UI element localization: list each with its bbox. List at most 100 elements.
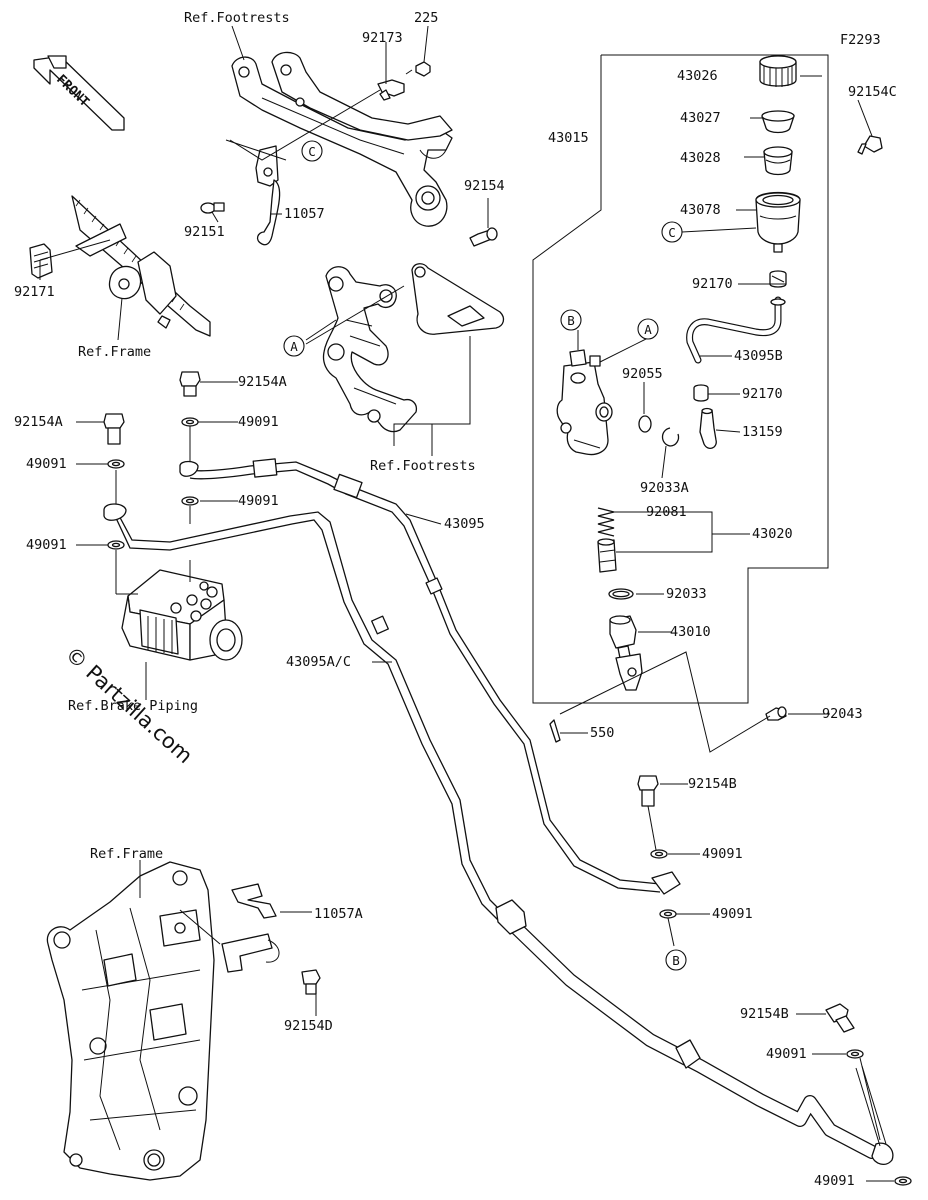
- part-label: 92151: [184, 224, 225, 240]
- bolt-92154c-illustration: [857, 135, 883, 155]
- frame-section-illustration: [71, 195, 211, 337]
- union-bolt-92154b-mid-illustration: [637, 775, 659, 807]
- part-label: 43095B: [734, 348, 783, 364]
- part-label: 11057A: [314, 906, 363, 922]
- part-label: 43020: [752, 526, 793, 542]
- washer-49091-c-illustration: [181, 496, 199, 506]
- part-label: Ref.Frame: [90, 846, 163, 862]
- callout-c-upper: C: [301, 140, 323, 162]
- hose-43095b-illustration: [686, 296, 786, 364]
- part-label: 43015: [548, 130, 589, 146]
- part-label: 43026: [677, 68, 718, 84]
- part-label: 49091: [814, 1173, 855, 1189]
- part-label: 92154D: [284, 1018, 333, 1034]
- bolt-92154-illustration: [469, 227, 498, 247]
- callout-a-right-label: A: [644, 322, 652, 337]
- part-label: Ref.Brake Piping: [68, 698, 198, 714]
- union-bolt-92154a-left-illustration: [103, 413, 125, 445]
- part-label: 43078: [680, 202, 721, 218]
- union-bolt-92154a-upper-illustration: [179, 371, 201, 397]
- part-label: 13159: [742, 424, 783, 440]
- bolt-92151-illustration: [200, 202, 225, 214]
- master-cylinder-group-frame: [532, 54, 829, 704]
- part-label: 49091: [766, 1046, 807, 1062]
- part-label: 92154C: [848, 84, 897, 100]
- part-label: 92033: [666, 586, 707, 602]
- callout-a-right: A: [637, 318, 659, 340]
- screw-225-illustration: [405, 61, 431, 77]
- master-cylinder-body-illustration: [556, 349, 613, 456]
- part-label: 49091: [238, 414, 279, 430]
- part-label: 92154: [464, 178, 505, 194]
- lower-frame-illustration: [46, 861, 215, 1181]
- washer-49091-e-illustration: [650, 849, 668, 859]
- clip-92173-illustration: [377, 79, 405, 101]
- part-label: 49091: [238, 493, 279, 509]
- brake-hose-43095-illustration: [179, 458, 681, 895]
- part-label: 43027: [680, 110, 721, 126]
- clamp-92170-upper-illustration: [769, 270, 787, 288]
- washer-49091-b-illustration: [107, 459, 125, 469]
- part-label: 92154A: [14, 414, 63, 430]
- part-label: 225: [414, 10, 438, 26]
- part-label: 49091: [26, 537, 67, 553]
- diaphragm-43028-illustration: [763, 146, 793, 176]
- part-label: 43095: [444, 516, 485, 532]
- reservoir-cap-43026-illustration: [759, 55, 797, 87]
- washer-49091-a-illustration: [181, 417, 199, 427]
- callout-a-left: A: [283, 335, 305, 357]
- piston-43020-illustration: [597, 538, 617, 573]
- hose-joint-13159-illustration: [699, 407, 717, 450]
- part-label: Ref.Footrests: [370, 458, 476, 474]
- pin-92043-illustration: [765, 706, 787, 721]
- bolt-92154d-illustration: [301, 969, 321, 995]
- part-label: 92171: [14, 284, 55, 300]
- part-label: Ref.Frame: [78, 344, 151, 360]
- callout-c-right: C: [661, 221, 683, 243]
- washer-49091-h-illustration: [894, 1176, 912, 1186]
- diaphragm-plate-43027-illustration: [761, 110, 795, 134]
- callout-b-lower: B: [665, 949, 687, 971]
- master-cylinder-bracket-illustration: [322, 263, 505, 433]
- part-label: 92154B: [688, 776, 737, 792]
- part-label: 43010: [670, 624, 711, 640]
- part-label: 92173: [362, 30, 403, 46]
- footrest-bracket-illustration: [231, 51, 453, 227]
- part-label: 92033A: [640, 480, 689, 496]
- push-rod-43010-illustration: [609, 615, 643, 691]
- cotter-pin-550-illustration: [549, 719, 561, 743]
- part-label: 92170: [742, 386, 783, 402]
- part-label: 92055: [622, 366, 663, 382]
- circlip-92033-illustration: [608, 588, 634, 600]
- part-label: 92154A: [238, 374, 287, 390]
- callout-a-left-label: A: [290, 339, 298, 354]
- part-label: 49091: [712, 906, 753, 922]
- part-label: 43028: [680, 150, 721, 166]
- part-label: 11057: [284, 206, 325, 222]
- callout-c-upper-label: C: [308, 144, 316, 159]
- callout-c-right-label: C: [668, 225, 676, 240]
- leader-lines: [39, 25, 894, 1182]
- part-label: 92081: [646, 504, 687, 520]
- brake-hose-lower-illustration: [495, 899, 894, 1166]
- damper-92171-illustration: [29, 243, 53, 279]
- part-label: 92043: [822, 706, 863, 722]
- brake-switch-bracket-illustration: [255, 145, 281, 246]
- spring-92081-illustration: [597, 507, 615, 537]
- part-label: 550: [590, 725, 614, 741]
- reservoir-43078-illustration: [755, 191, 801, 253]
- washer-49091-g-illustration: [846, 1049, 864, 1059]
- circlip-92033a-illustration: [661, 427, 680, 447]
- part-label: 92170: [692, 276, 733, 292]
- washer-49091-f-illustration: [659, 909, 677, 919]
- callout-b-lower-label: B: [672, 953, 680, 968]
- part-label: 92154B: [740, 1006, 789, 1022]
- part-label: Ref.Footrests: [184, 10, 290, 26]
- washer-49091-d-illustration: [107, 540, 125, 550]
- union-bolt-92154b-lower-illustration: [825, 1003, 855, 1033]
- callout-b-upper: B: [560, 309, 582, 331]
- part-label: 49091: [702, 846, 743, 862]
- abs-unit-illustration: [121, 569, 243, 661]
- clamp-92170-lower-illustration: [693, 384, 709, 402]
